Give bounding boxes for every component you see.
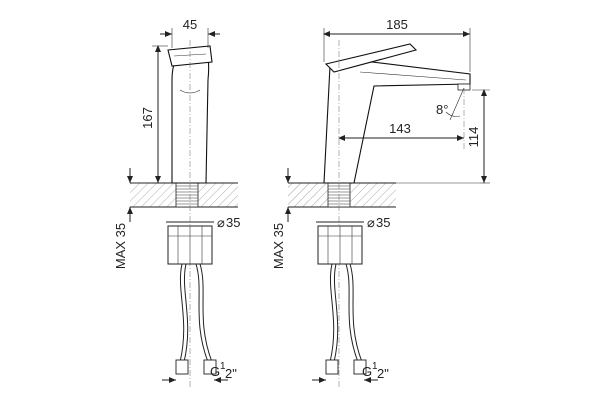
front-diameter-symbol: ⌀: [217, 215, 225, 230]
side-reach-label: 143: [389, 121, 411, 136]
side-max-label: MAX 35: [271, 223, 286, 269]
side-hose-right: [345, 263, 359, 363]
side-view: 185 143 114 8° MAX 35 ⌀ 35 G 1 2": [271, 17, 490, 388]
side-thread-den: 2": [377, 366, 389, 381]
front-hose-left: [179, 263, 185, 363]
side-lever: [324, 43, 418, 73]
front-height-label: 167: [140, 107, 155, 129]
side-diameter-symbol: ⌀: [367, 215, 375, 230]
front-width-label: 45: [183, 17, 197, 32]
side-diameter-label: 35: [376, 215, 390, 230]
side-height-label: 114: [466, 127, 481, 148]
side-thread-g: G: [362, 364, 372, 379]
front-thread-g: G: [210, 364, 220, 379]
front-thread-den: 2": [225, 366, 237, 381]
front-diameter-label: 35: [226, 215, 240, 230]
front-hose-right: [195, 263, 209, 363]
front-thread-num: 1: [220, 361, 226, 372]
front-view: 45 167 MAX 35 ⌀ 35 G 1 2": [113, 17, 240, 388]
side-width-label: 185: [386, 17, 408, 32]
front-faucet-body: [171, 49, 210, 184]
side-hose-left: [329, 263, 335, 363]
side-angle-label: 8°: [436, 102, 448, 117]
side-thread-num: 1: [372, 361, 378, 372]
front-max-label: MAX 35: [113, 223, 128, 269]
